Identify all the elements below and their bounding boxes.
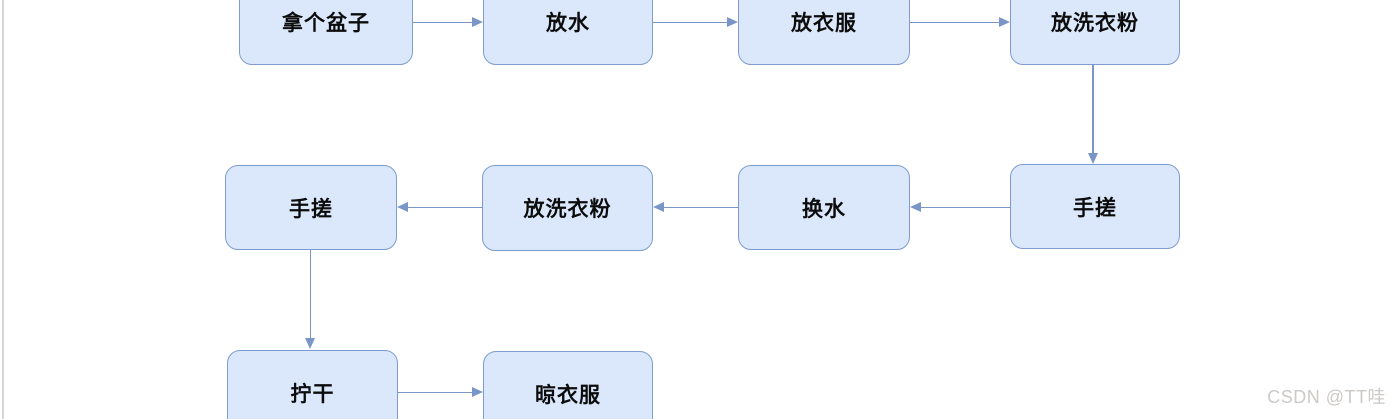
node-label: 拧干 <box>290 383 335 406</box>
node-hang-clothes: 晾衣服 <box>483 351 653 419</box>
page-left-border <box>2 0 4 419</box>
node-label: 放水 <box>546 12 590 35</box>
node-label: 手搓 <box>1073 196 1117 220</box>
node-label: 拿个盆子 <box>282 12 370 35</box>
node-add-detergent: 放洗衣粉 <box>1010 0 1180 65</box>
node-add-clothes: 放衣服 <box>738 0 910 65</box>
edge-wring-to-hang-arrow <box>398 388 483 397</box>
node-hand-rub: 手搓 <box>1010 164 1180 249</box>
edge-rub-to-changewater-arrow <box>910 203 1010 212</box>
edge-clothes-to-detergent-arrow <box>910 18 1010 27</box>
edge-water-to-clothes-arrow <box>653 18 738 27</box>
node-add-water: 放水 <box>483 0 653 65</box>
edge-detergent-to-rub2-arrow <box>397 203 482 212</box>
node-hand-rub-again: 手搓 <box>225 165 397 250</box>
node-label: 手搓 <box>289 197 333 221</box>
csdn-watermark: CSDN @TT哇 <box>1267 387 1386 407</box>
edge-detergent-to-rub-arrow <box>1088 65 1097 164</box>
node-label: 换水 <box>802 197 846 221</box>
node-label: 放洗衣粉 <box>1051 12 1139 35</box>
node-wring-dry: 拧干 <box>227 350 398 419</box>
edge-rub2-to-wring-arrow <box>306 250 315 349</box>
node-add-detergent-again: 放洗衣粉 <box>482 165 653 251</box>
node-get-basin: 拿个盆子 <box>239 0 413 65</box>
node-change-water: 换水 <box>738 165 910 250</box>
edge-changewater-to-detergent-arrow <box>653 203 738 212</box>
edge-basin-to-water-arrow <box>413 18 483 27</box>
node-label: 放衣服 <box>791 12 857 35</box>
node-label: 晾衣服 <box>535 383 601 407</box>
node-label: 放洗衣粉 <box>523 198 612 221</box>
